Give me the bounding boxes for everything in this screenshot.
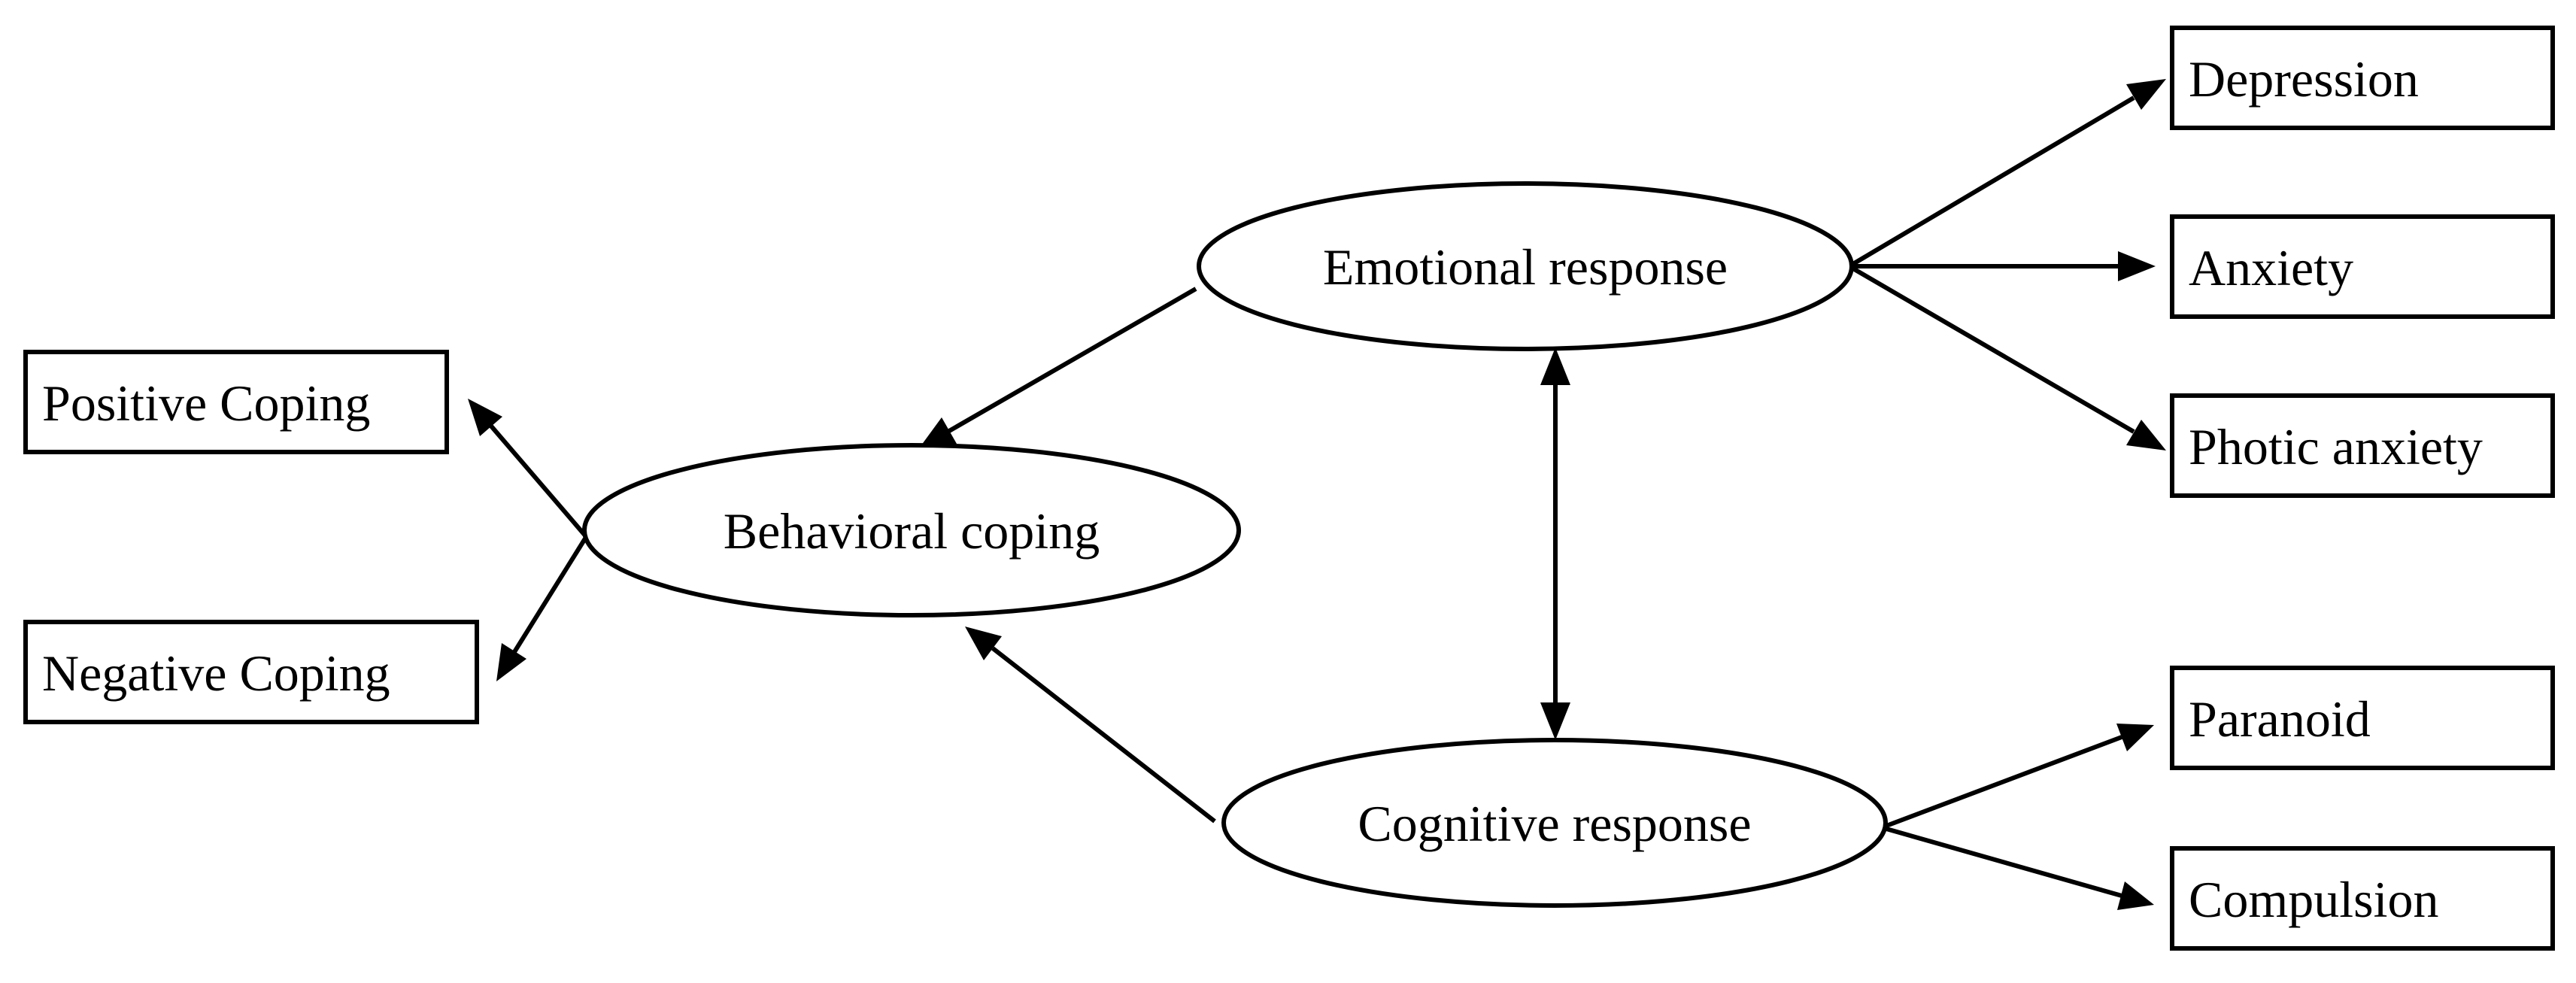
- arrowhead-photic-anxiety: [2126, 420, 2166, 451]
- node-label: Negative Coping: [42, 645, 390, 702]
- node-negative-coping: Negative Coping: [23, 620, 479, 724]
- ellipse-shape: [582, 443, 1241, 617]
- arrow-emotional-to-photic-anxiety: [1850, 265, 2135, 434]
- box-shape: [2170, 846, 2555, 951]
- arrow-cognitive-to-behavioral: [991, 646, 1216, 824]
- box-shape: [23, 620, 479, 724]
- node-label: Photic anxiety: [2189, 418, 2483, 475]
- arrowhead-up-emotional: [1540, 347, 1570, 385]
- node-anxiety: Anxiety: [2170, 214, 2555, 319]
- ellipse-shape: [1197, 181, 1854, 351]
- box-shape: [2170, 26, 2555, 130]
- arrow-cognitive-to-paranoid: [1885, 735, 2123, 828]
- arrowhead-depression: [2126, 79, 2166, 110]
- arrowhead-anxiety: [2118, 251, 2156, 281]
- box-shape: [2170, 666, 2555, 770]
- arrowhead-behavioral-from-cognitive: [965, 627, 1002, 660]
- box-shape: [2170, 393, 2555, 498]
- arrow-emotional-to-depression: [1850, 96, 2135, 267]
- node-label: Behavioral coping: [724, 502, 1100, 560]
- node-compulsion: Compulsion: [2170, 846, 2555, 951]
- node-emotional-response: Emotional response: [1197, 181, 1854, 351]
- arrowhead-paranoid: [2116, 724, 2154, 751]
- node-label: Anxiety: [2189, 239, 2353, 296]
- node-depression: Depression: [2170, 26, 2555, 130]
- node-positive-coping: Positive Coping: [23, 350, 449, 454]
- arrow-emotional-to-behavioral: [948, 287, 1197, 433]
- node-label: Cognitive response: [1358, 795, 1751, 852]
- node-paranoid: Paranoid: [2170, 666, 2555, 770]
- arrow-behavioral-to-positive-coping: [487, 422, 587, 537]
- node-photic-anxiety: Photic anxiety: [2170, 393, 2555, 498]
- arrow-behavioral-to-negative-coping: [511, 537, 587, 656]
- arrowhead-positive-coping: [468, 399, 502, 436]
- arrowhead-compulsion: [2117, 881, 2154, 910]
- arrowhead-down-cognitive: [1540, 702, 1570, 740]
- node-label: Emotional response: [1323, 238, 1728, 296]
- arrow-cognitive-to-compulsion: [1886, 827, 2122, 898]
- box-shape: [23, 350, 449, 454]
- node-label: Positive Coping: [42, 375, 370, 432]
- node-label: Paranoid: [2189, 690, 2371, 748]
- arrowhead-behavioral-from-emotional: [919, 417, 957, 448]
- box-shape: [2170, 214, 2555, 319]
- node-behavioral-coping: Behavioral coping: [582, 443, 1241, 617]
- edges: [468, 79, 2166, 910]
- node-label: Depression: [2189, 50, 2419, 108]
- ellipse-shape: [1221, 738, 1888, 908]
- node-label: Compulsion: [2189, 871, 2439, 928]
- arrowhead-negative-coping: [496, 643, 526, 681]
- node-cognitive-response: Cognitive response: [1221, 738, 1888, 908]
